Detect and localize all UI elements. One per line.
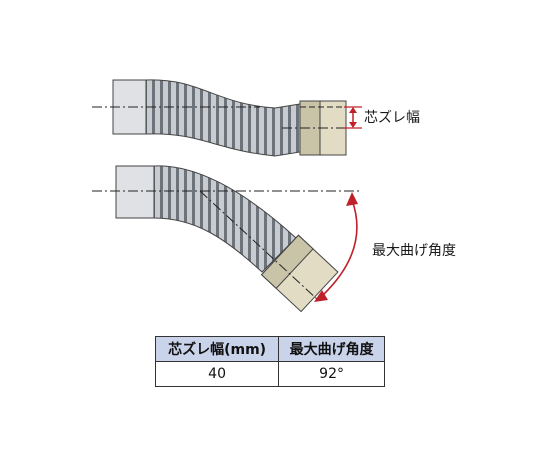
spec-table-value-row: 40 92° bbox=[154, 361, 385, 387]
spec-header-angle: 最大曲げ角度 bbox=[278, 336, 385, 362]
spec-header-offset: 芯ズレ幅(mm) bbox=[154, 336, 280, 362]
spec-table-header-row: 芯ズレ幅(mm) 最大曲げ角度 bbox=[154, 336, 385, 362]
spec-value-offset: 40 bbox=[154, 361, 280, 387]
offset-dimension-marker bbox=[344, 106, 362, 129]
spec-table: 芯ズレ幅(mm) 最大曲げ角度 40 92° bbox=[154, 336, 385, 387]
bent-hose-corrugated-body bbox=[153, 165, 297, 273]
offset-hose-corrugated-body bbox=[145, 79, 301, 157]
bent-hose bbox=[115, 165, 339, 313]
bent-hose-left-cuff bbox=[115, 165, 155, 219]
offset-width-label: 芯ズレ幅 bbox=[364, 110, 420, 126]
offset-hose bbox=[112, 79, 347, 157]
spec-value-angle: 92° bbox=[278, 361, 385, 387]
bent-centerline-angled bbox=[199, 190, 319, 301]
max-bend-angle-label: 最大曲げ角度 bbox=[372, 243, 456, 259]
bend-angle-arrow bbox=[314, 192, 358, 302]
